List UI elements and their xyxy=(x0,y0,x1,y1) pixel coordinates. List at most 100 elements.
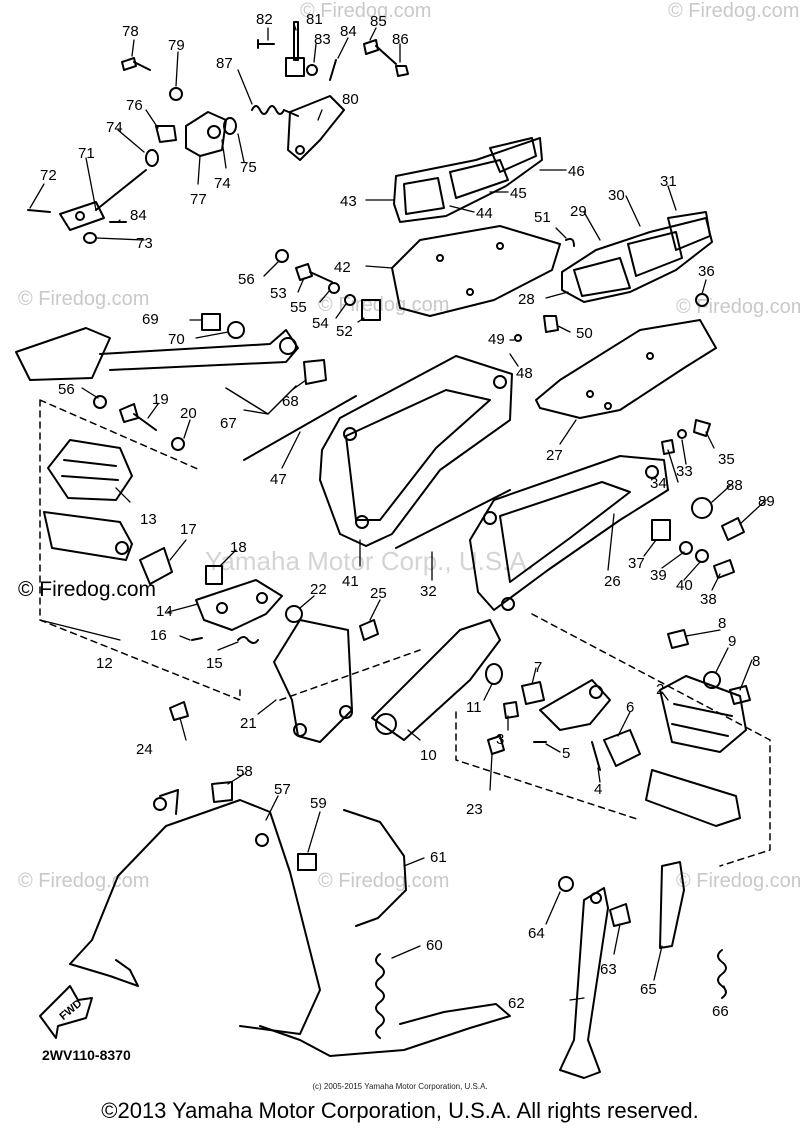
callout-8b: 8 xyxy=(752,653,760,670)
callout-55: 55 xyxy=(290,299,307,316)
lever-77 xyxy=(185,111,227,157)
callout-72: 72 xyxy=(40,167,57,184)
spring-60 xyxy=(375,953,385,1039)
stopper-58 xyxy=(211,781,233,803)
callout-42: 42 xyxy=(334,259,351,276)
nut-86 xyxy=(395,65,409,77)
nut-50 xyxy=(543,315,559,333)
bracket-65 xyxy=(659,861,685,949)
callout-36: 36 xyxy=(698,263,715,280)
bracket-14 xyxy=(195,579,283,631)
center-stand-57 xyxy=(69,789,511,1057)
arm-10 xyxy=(371,619,501,741)
callout-88: 88 xyxy=(726,477,743,494)
clip-51 xyxy=(565,237,575,247)
callout-41: 41 xyxy=(342,573,359,590)
callout-54: 54 xyxy=(312,315,329,332)
callout-7: 7 xyxy=(534,659,542,676)
callout-60: 60 xyxy=(426,937,443,954)
callout-17: 17 xyxy=(180,521,197,538)
spring-15 xyxy=(237,636,259,644)
callout-80: 80 xyxy=(342,91,359,108)
frame-bracket-26 xyxy=(469,455,669,611)
rod-71 xyxy=(95,169,147,211)
washer-79 xyxy=(169,87,183,101)
group-box-12 xyxy=(39,399,421,701)
bolt-16 xyxy=(191,637,203,641)
clip-35 xyxy=(693,419,711,437)
bushing-88 xyxy=(691,497,713,519)
callout-56a: 56 xyxy=(238,271,255,288)
callout-53: 53 xyxy=(270,285,287,302)
washer-9 xyxy=(703,671,721,689)
small-copyright: (c) 2005-2015 Yamaha Motor Corporation, … xyxy=(312,1082,488,1091)
callout-15: 15 xyxy=(206,655,223,672)
callout-52: 52 xyxy=(336,323,353,340)
watermark-center: Yamaha Motor Corp., U.S.A. xyxy=(205,546,534,576)
callout-51: 51 xyxy=(534,209,551,226)
bushing-59 xyxy=(297,853,317,871)
callout-70: 70 xyxy=(168,331,185,348)
plate-61 xyxy=(343,809,407,927)
nut-56a xyxy=(275,249,289,263)
spring-87 xyxy=(251,105,299,117)
callout-23: 23 xyxy=(466,801,483,818)
clip-4 xyxy=(591,741,601,771)
washer-70 xyxy=(227,321,245,339)
callout-68: 68 xyxy=(282,393,299,410)
callout-65: 65 xyxy=(640,981,657,998)
rod-47 xyxy=(243,395,357,461)
bolt-78 xyxy=(121,57,151,71)
callout-12: 12 xyxy=(96,655,113,672)
callout-83: 83 xyxy=(314,31,331,48)
footboard-plate-27 xyxy=(535,319,717,419)
callout-11: 11 xyxy=(466,699,482,716)
footboard-rubbers xyxy=(393,137,543,223)
callout-8a: 8 xyxy=(718,615,726,632)
pin-82 xyxy=(257,39,275,49)
callout-38: 38 xyxy=(700,591,717,608)
callout-18: 18 xyxy=(230,539,247,556)
callout-14: 14 xyxy=(156,603,173,620)
bolt-53 xyxy=(295,263,333,283)
washer-55 xyxy=(328,282,340,294)
watermark-left-label: © Firedog.com xyxy=(18,578,157,601)
washer-40 xyxy=(695,549,709,563)
callout-48: 48 xyxy=(516,365,533,382)
callout-22: 22 xyxy=(310,581,327,598)
watermark-mid-left: © Firedog.com xyxy=(18,288,150,310)
washer-22 xyxy=(285,605,303,623)
bracket-21 xyxy=(273,619,353,743)
callout-40: 40 xyxy=(676,577,693,594)
callout-10: 10 xyxy=(420,747,437,764)
callout-86: 86 xyxy=(392,31,409,48)
callout-19: 19 xyxy=(152,391,169,408)
callout-43: 43 xyxy=(340,193,357,210)
callout-76: 76 xyxy=(126,97,143,114)
callout-3: 3 xyxy=(496,731,504,748)
footrest-peg-left xyxy=(43,511,133,561)
callout-74a: 74 xyxy=(106,119,123,136)
callout-9: 9 xyxy=(728,633,736,650)
callout-77: 77 xyxy=(190,191,207,208)
cover-6 xyxy=(603,729,641,767)
callout-34: 34 xyxy=(650,475,667,492)
bushing-52 xyxy=(361,299,381,321)
washer-39 xyxy=(679,541,693,555)
callout-74b: 74 xyxy=(214,175,231,192)
callout-84b: 84 xyxy=(130,207,147,224)
callout-59: 59 xyxy=(310,795,327,812)
joint-73 xyxy=(59,201,105,231)
cover-17 xyxy=(139,547,173,585)
washer-33 xyxy=(677,429,687,439)
callout-49: 49 xyxy=(488,331,505,348)
callout-66: 66 xyxy=(712,1003,729,1020)
watermark-low-left: © Firedog.com xyxy=(18,870,150,892)
footrest-peg-right xyxy=(645,769,741,827)
callout-44: 44 xyxy=(476,205,493,222)
callout-81: 81 xyxy=(306,11,323,28)
watermark-top: © Firedog.com xyxy=(300,0,432,22)
callout-73: 73 xyxy=(136,235,153,252)
callout-84a: 84 xyxy=(340,23,357,40)
callout-33: 33 xyxy=(676,463,693,480)
